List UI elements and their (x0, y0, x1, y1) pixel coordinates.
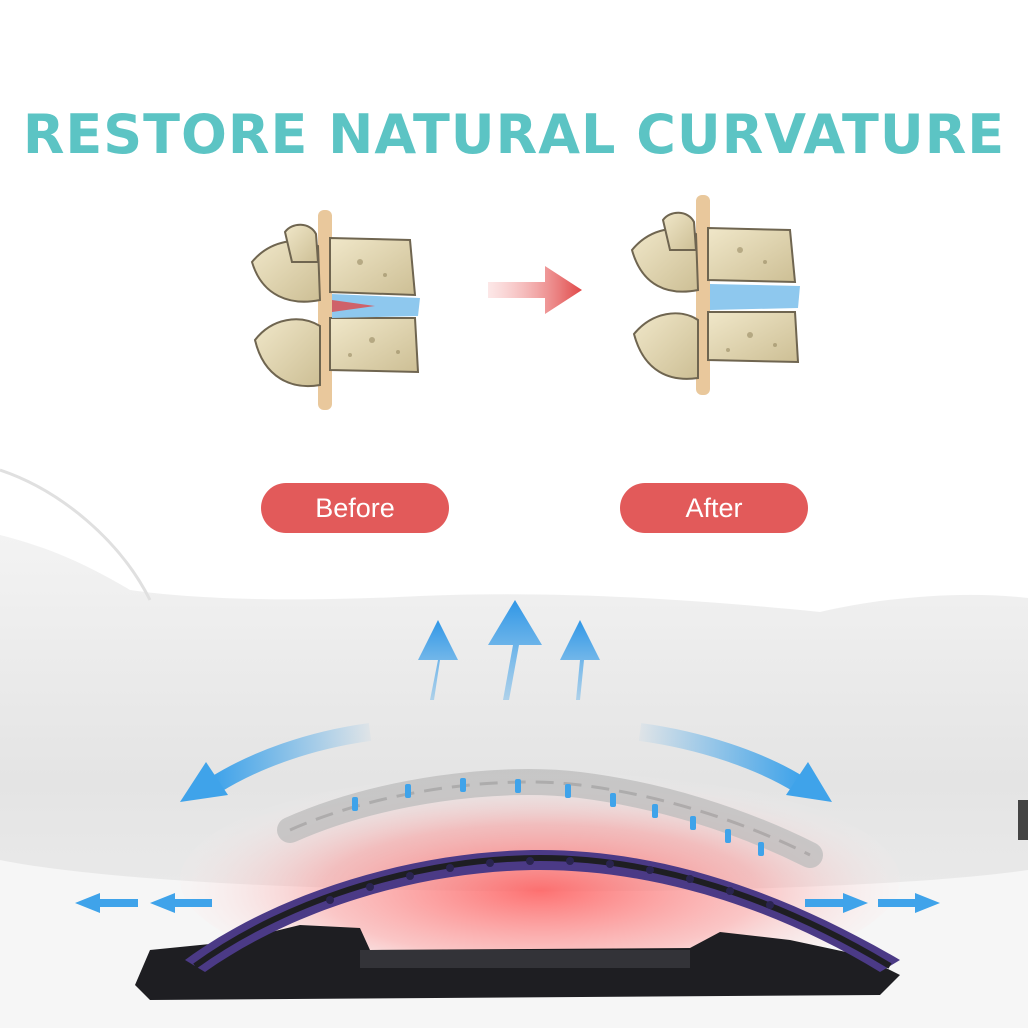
before-label: Before (261, 483, 449, 533)
spine-ticks (352, 778, 764, 856)
up-arrow-icon (418, 600, 600, 700)
right-arrow-icon (488, 266, 582, 314)
stretcher-arc (185, 850, 900, 972)
spine-ghost (277, 769, 823, 868)
curved-arrow-icon (180, 723, 832, 802)
after-label: After (620, 483, 808, 533)
stretcher-device (135, 850, 900, 1000)
page-title: RESTORE NATURAL CURVATURE (22, 103, 1006, 166)
spine-vertebrae-healthy-icon (630, 195, 800, 395)
spine-vertebrae-compressed-icon (250, 210, 420, 410)
edge-fragment (1018, 800, 1028, 840)
left-right-arrow-icon (75, 893, 940, 913)
